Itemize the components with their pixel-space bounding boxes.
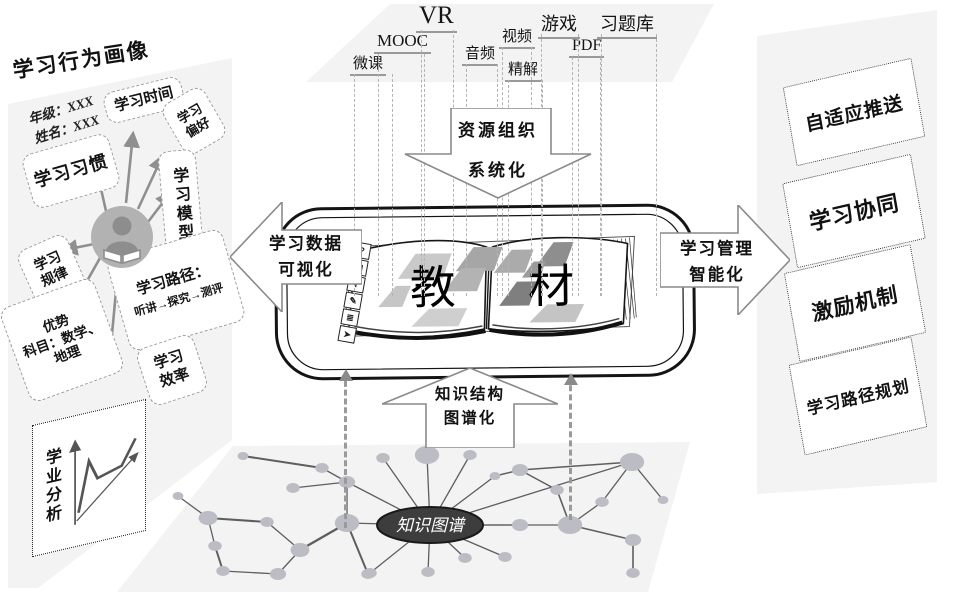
arrow-resource-organization: 资源组织 系统化 bbox=[403, 108, 593, 200]
dashed-arrow-right bbox=[564, 373, 578, 520]
drop-line bbox=[656, 34, 657, 296]
resource-weike: 微课 bbox=[350, 52, 387, 76]
graph-node bbox=[657, 496, 669, 504]
graph-node bbox=[260, 517, 274, 527]
arrow-mgmt-line2: 智能化 bbox=[689, 265, 745, 284]
graph-node bbox=[624, 534, 642, 546]
graph-node bbox=[619, 453, 645, 471]
graph-node bbox=[334, 514, 360, 532]
drop-line bbox=[601, 34, 602, 296]
resource-jingjie: 精解 bbox=[505, 58, 542, 82]
textbook-char-right: 材 bbox=[528, 261, 575, 312]
graph-node bbox=[363, 568, 377, 578]
drop-line bbox=[392, 74, 393, 296]
knowledge-graph-network: 知识图谱 bbox=[172, 446, 669, 580]
drop-line bbox=[424, 54, 425, 296]
resource-game: 游戏 bbox=[538, 10, 580, 39]
drop-line bbox=[572, 57, 573, 296]
arrow-datavis-line2: 可视化 bbox=[278, 260, 334, 279]
graph-node bbox=[595, 497, 609, 507]
drop-line bbox=[578, 34, 579, 296]
resource-mooc: MOOC bbox=[374, 31, 432, 54]
academic-analysis-label: 学业分析 bbox=[43, 446, 60, 527]
arrow-knowledge-structure: 知识结构 图谱化 bbox=[382, 368, 558, 448]
dashed-arrow-left bbox=[339, 369, 353, 528]
student-avatar bbox=[90, 205, 154, 269]
graph-node bbox=[315, 463, 329, 473]
tablet-device: 教 材 ?▣T✎≣➤ bbox=[268, 192, 700, 384]
graph-node bbox=[376, 453, 390, 463]
resource-pdf: PDF bbox=[569, 37, 605, 58]
graph-node bbox=[414, 446, 440, 464]
graph-node bbox=[511, 464, 529, 476]
drop-line bbox=[378, 54, 379, 296]
arrow-learning-management: 学习管理 智能化 bbox=[660, 205, 790, 315]
resource-video: 视频 bbox=[499, 25, 536, 49]
graph-node bbox=[458, 553, 472, 563]
academic-trend-chart bbox=[69, 437, 139, 526]
arrow-mgmt-line1: 学习管理 bbox=[680, 239, 754, 258]
box-academic-analysis: 学业分析 bbox=[32, 398, 146, 558]
knowledge-graph-label: 知识图谱 bbox=[396, 516, 466, 535]
avatar-head bbox=[112, 216, 132, 236]
resource-exercise-bank: 习题库 bbox=[597, 10, 657, 39]
drop-line bbox=[542, 80, 543, 296]
arrow-data-visualization: 学习数据 可视化 bbox=[230, 202, 362, 312]
drop-line bbox=[600, 57, 601, 296]
knowledge-graph-hub bbox=[376, 506, 484, 544]
arrow-knowledge-line2: 图谱化 bbox=[443, 410, 497, 427]
resource-vr: VR bbox=[416, 2, 457, 33]
arrow-resource-line1: 资源组织 bbox=[458, 121, 538, 140]
graph-node bbox=[338, 476, 356, 488]
drop-line bbox=[354, 74, 355, 296]
arrow-datavis-line1: 学习数据 bbox=[269, 234, 343, 253]
graph-node bbox=[237, 452, 249, 460]
graph-node bbox=[172, 492, 184, 500]
graph-node bbox=[498, 552, 512, 562]
resource-audio: 音频 bbox=[462, 42, 499, 66]
graph-node bbox=[511, 519, 529, 531]
graph-node bbox=[489, 472, 501, 480]
graph-node bbox=[626, 568, 640, 578]
arrow-knowledge-line1: 知识结构 bbox=[434, 386, 505, 403]
drop-line bbox=[421, 30, 422, 296]
graph-node bbox=[208, 541, 222, 551]
graph-node bbox=[557, 516, 583, 534]
pointer-icon: ➤ bbox=[337, 325, 357, 344]
arrow-resource-line2: 系统化 bbox=[468, 161, 528, 180]
graph-node bbox=[198, 511, 218, 525]
graph-node bbox=[550, 485, 564, 495]
graph-node bbox=[286, 483, 300, 493]
graph-node bbox=[216, 566, 230, 576]
open-book-icon bbox=[103, 248, 122, 265]
graph-node bbox=[269, 568, 287, 580]
graph-node bbox=[290, 543, 310, 557]
graph-node bbox=[421, 567, 435, 577]
graph-node bbox=[463, 450, 477, 460]
textbook-char-left: 教 bbox=[410, 262, 457, 313]
